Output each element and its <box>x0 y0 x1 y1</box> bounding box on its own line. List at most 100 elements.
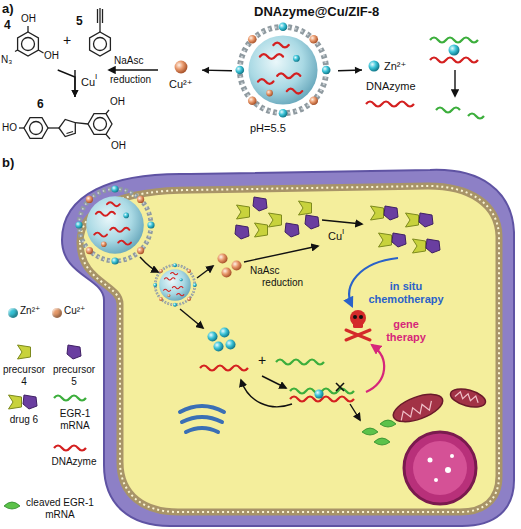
copper-ion <box>175 61 188 74</box>
drug-molecule <box>413 239 426 253</box>
strand-label: DNAzyme <box>366 80 416 93</box>
precursor <box>235 197 319 239</box>
mitochondrion <box>399 401 435 420</box>
precursor <box>299 201 312 215</box>
catalyst-label: Cu <box>328 230 342 243</box>
lipid-bilayer <box>80 186 499 512</box>
nucleic-acid <box>336 383 344 391</box>
process-arrow <box>180 309 203 328</box>
chemical-structure <box>15 8 112 139</box>
group-label: OH <box>110 96 125 108</box>
chemical-structure <box>38 50 43 53</box>
drug-molecule <box>392 233 406 247</box>
particle-title: DNAzyme@Cu/ZIF-8 <box>254 4 379 20</box>
golgi <box>180 406 224 412</box>
reduction-arrow <box>109 69 158 70</box>
process-arrow <box>244 246 318 262</box>
chemical-structure <box>102 9 103 23</box>
ph-value: pH=5.5 <box>250 122 286 135</box>
chemical-structure <box>97 9 98 23</box>
skull-icon <box>346 330 370 340</box>
chemical-structure <box>24 118 48 139</box>
legend-sample <box>67 345 81 359</box>
cleaved-fragment <box>380 420 396 427</box>
legend-sample <box>23 395 37 409</box>
nanoparticle: DNAzyme@Cu/ZIF-8pH=5.5 <box>232 20 338 138</box>
cleavage-scheme <box>454 70 455 96</box>
chemical-structure <box>67 132 74 134</box>
arrowhead <box>202 67 209 74</box>
legend-sample <box>4 502 20 509</box>
ion-label: Zn²⁺ <box>384 60 406 73</box>
legend-text: drug 6 <box>0 414 48 426</box>
process-arrow <box>350 404 360 420</box>
cell-membrane <box>62 170 514 526</box>
oxidation-state: I <box>95 72 97 82</box>
nucleus <box>404 432 476 504</box>
process-arrow <box>197 266 213 278</box>
process-arrow <box>262 376 286 388</box>
group-label: HO <box>2 122 17 134</box>
chemical-structure <box>94 38 107 51</box>
nucleus <box>450 454 454 458</box>
chemical-structure <box>22 38 35 51</box>
ion-label: Cu²⁺ <box>169 78 193 91</box>
therapy-label: in situ chemotherapy <box>366 280 446 306</box>
cleaved-fragment <box>362 428 378 435</box>
precursor <box>253 197 267 211</box>
cleavage-scheme <box>468 114 484 119</box>
reagent-label: reduction <box>110 74 151 86</box>
legend-text: precursor 5 <box>50 364 98 388</box>
dnazyme-strand <box>366 102 414 107</box>
cleavage-scheme <box>430 38 484 119</box>
nucleic-acid <box>336 383 344 391</box>
golgi <box>186 428 218 432</box>
process-arrow <box>140 220 362 420</box>
zinc-ion <box>207 331 217 341</box>
chemical-structure <box>75 123 88 124</box>
chemical-structure <box>94 118 107 131</box>
reagent-label: reduction <box>262 277 303 289</box>
zinc-dnazyme: Zn²⁺ DNAzyme <box>362 56 422 118</box>
chemical-structure <box>59 119 75 136</box>
precursor <box>305 215 319 229</box>
drug-molecule <box>426 239 440 253</box>
copper-ion <box>231 260 241 270</box>
cleavage-scheme <box>436 108 460 113</box>
cytoplasm <box>80 186 499 512</box>
golgi <box>180 406 224 432</box>
zinc-ion <box>314 389 323 398</box>
skull-icon <box>359 315 363 319</box>
zinc-ion <box>213 341 223 351</box>
precursor <box>255 223 268 237</box>
nanoparticle-image <box>153 263 197 307</box>
precursor <box>285 223 299 237</box>
compound-number: 4 <box>4 18 11 32</box>
skull-icon <box>346 310 370 340</box>
legend-sample <box>54 446 86 451</box>
compound-number: 5 <box>76 14 83 28</box>
legend-sample <box>9 395 22 409</box>
nucleic-acid <box>200 360 354 402</box>
reagent-label: NaAsc <box>250 265 279 277</box>
group-label: OH <box>44 50 59 62</box>
zinc-ion <box>369 61 380 72</box>
chemical-structure <box>99 24 100 32</box>
chemical-structure <box>30 122 43 135</box>
drug-molecule <box>406 213 419 227</box>
golgi <box>182 417 222 422</box>
arrowhead <box>71 90 78 97</box>
legend-text: precursor 4 <box>0 364 48 388</box>
nucleus <box>428 458 433 463</box>
panel-letter: b) <box>2 155 14 171</box>
compound-6: 6 <box>1 97 160 151</box>
catalyst-label: Cu <box>81 76 95 89</box>
reaction-arrow <box>58 70 75 97</box>
cleavage-scheme <box>430 38 478 43</box>
legend-text: cleaved EGR-1 mRNA <box>22 497 98 521</box>
legend-sample <box>18 345 31 359</box>
mitochondrion <box>390 386 488 428</box>
legend-text: Cu²⁺ <box>64 305 85 317</box>
